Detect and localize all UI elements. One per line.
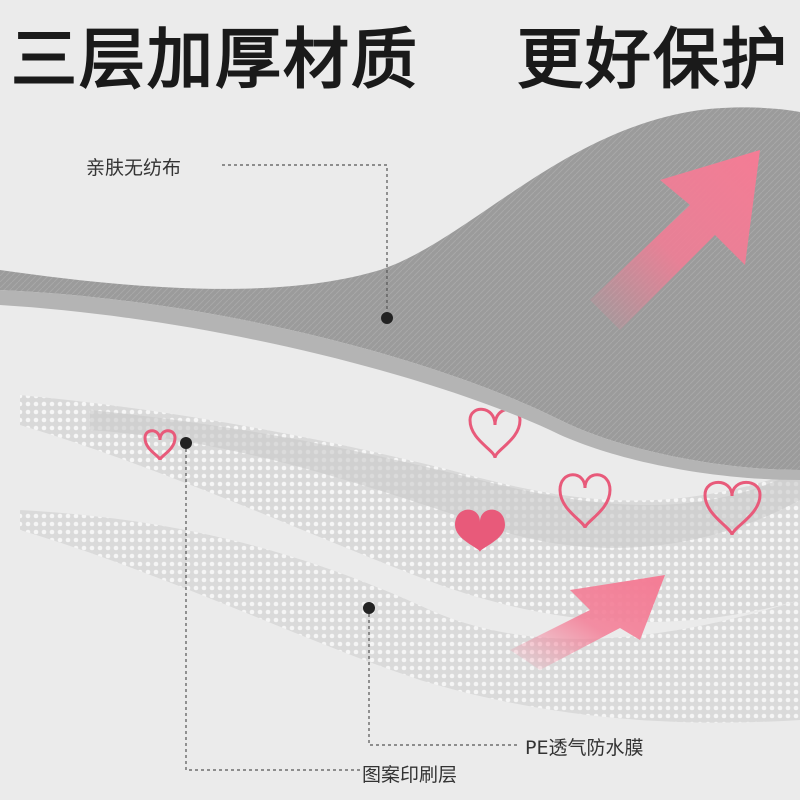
label-print-layer: 图案印刷层 [362, 764, 458, 786]
leader-line-bottom [185, 443, 360, 771]
marker-dot-middle [363, 602, 375, 614]
marker-dot-bottom [180, 437, 192, 449]
marker-dot-top [381, 312, 393, 324]
headline-right: 更好保护 [516, 21, 789, 98]
middle-print-layer-edge [90, 410, 800, 548]
leader-line-top [222, 164, 388, 318]
headline-left: 三层加厚材质 [11, 21, 420, 98]
headline: 三层加厚材质 更好保护 [0, 6, 800, 102]
top-layer-edge [0, 290, 800, 480]
heart-pattern [143, 407, 762, 536]
label-nonwoven: 亲肤无纺布 [86, 157, 182, 179]
top-nonwoven-layer [0, 107, 800, 470]
bottom-mesh-layer [20, 510, 800, 723]
upper-arrow [590, 150, 760, 330]
heart-filled [455, 509, 505, 552]
lower-arrow [510, 575, 665, 670]
middle-print-layer [20, 395, 800, 623]
label-pe-membrane: PE透气防水膜 [525, 737, 644, 759]
